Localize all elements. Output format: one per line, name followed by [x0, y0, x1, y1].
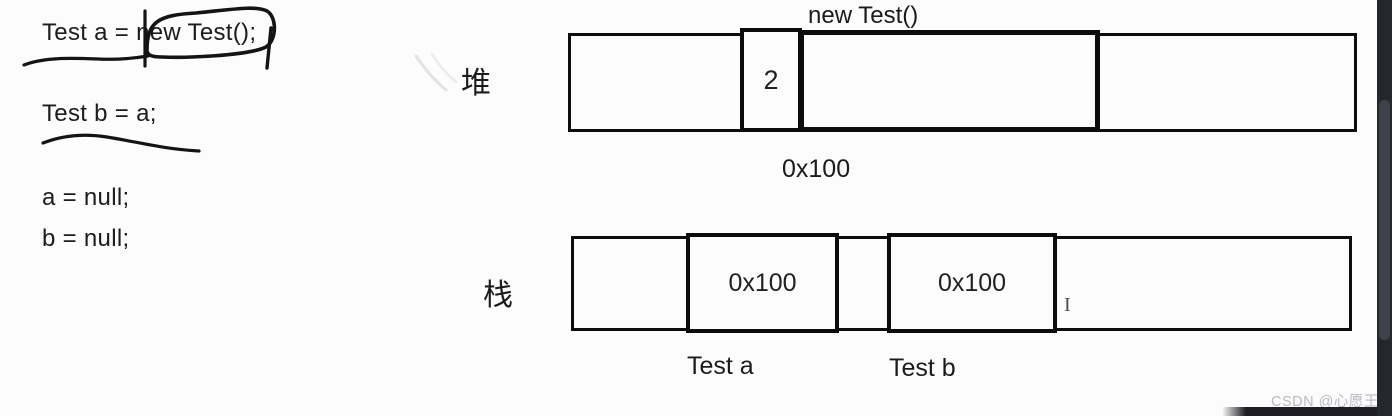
heap-object-label: new Test(): [808, 2, 919, 29]
code-line-assign-b: Test b = a;: [42, 100, 157, 127]
annotation-underline-line2: [41, 133, 201, 153]
scrollbar-thumb[interactable]: [1379, 100, 1390, 340]
stack-slot-b-value: 0x100: [937, 268, 1007, 297]
heap-cell-empty-right: [1097, 33, 1357, 132]
stack-caption-test-a: Test a: [687, 352, 754, 380]
bottom-right-dark-band: [1222, 407, 1392, 416]
annotation-pen-tick-right: [265, 26, 273, 70]
heap-cell-empty-left: [568, 33, 744, 132]
stack-caption-test-b: Test b: [889, 354, 956, 382]
annotation-ghost-stroke-2: [430, 52, 458, 84]
annotation-ghost-stroke: [414, 54, 448, 92]
stack-label: 栈: [483, 279, 513, 312]
annotation-underline-line1: [22, 54, 150, 67]
heap-address-label: 0x100: [782, 155, 851, 183]
heap-cell-object: [799, 30, 1100, 132]
stack-slot-test-a: 0x100: [686, 233, 839, 333]
code-line-a-null: a = null;: [42, 184, 130, 211]
stack-slot-test-b: 0x100: [887, 233, 1057, 333]
heap-ref-count-value: 2: [763, 64, 779, 95]
heap-label: 堆: [461, 67, 491, 100]
text-cursor-ibeam: I: [1064, 294, 1071, 316]
code-line-b-null: b = null;: [42, 225, 130, 252]
code-line-new-test: Test a = new Test();: [42, 19, 257, 46]
csdn-watermark: CSDN @心愿王: [1271, 394, 1379, 410]
stack-slot-a-value: 0x100: [728, 268, 797, 297]
scrollbar-track[interactable]: [1377, 0, 1392, 416]
heap-cell-ref-count: 2: [740, 28, 802, 132]
